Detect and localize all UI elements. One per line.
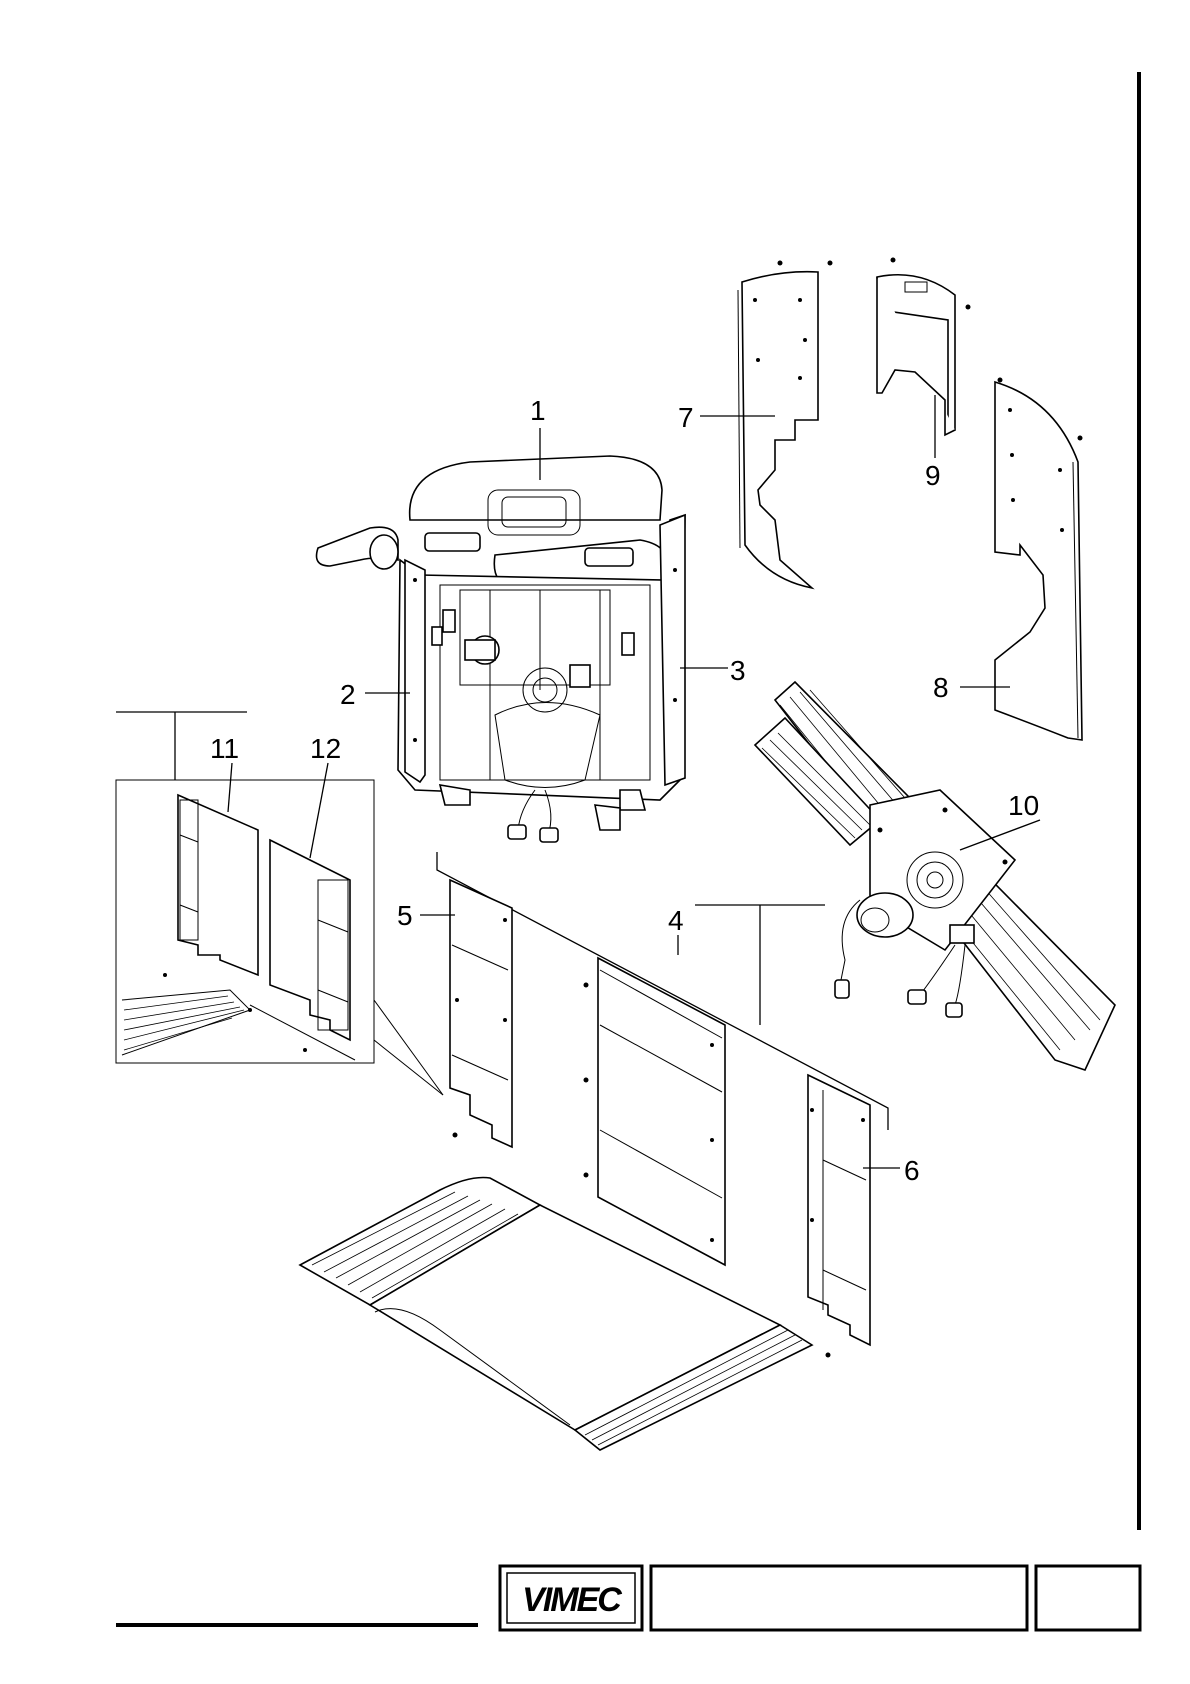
callout-9: 9 (925, 460, 941, 491)
callout-1: 1 (530, 395, 546, 426)
callout-6: 6 (904, 1155, 920, 1186)
callout-5: 5 (397, 900, 413, 931)
page-number-box (1036, 1566, 1140, 1630)
callout-7: 7 (678, 402, 694, 433)
callout-3: 3 (730, 655, 746, 686)
inset-detail-11-12 (116, 712, 443, 1095)
callout-4: 4 (668, 905, 684, 936)
floor-platform (300, 1178, 812, 1451)
callout-8: 8 (933, 672, 949, 703)
chassis-assembly (317, 456, 686, 842)
document-title-box (651, 1566, 1027, 1630)
callout-11: 11 (210, 733, 239, 764)
callout-12: 12 (310, 733, 341, 764)
cover-part-7 (738, 261, 833, 589)
vimec-logo-text: VIMEC (522, 1581, 622, 1619)
drive-rail-part-10 (755, 682, 1115, 1070)
cover-part-8 (995, 378, 1083, 741)
callout-2: 2 (340, 679, 356, 710)
cover-part-9 (877, 258, 971, 436)
title-block: VIMEC (116, 1566, 1140, 1630)
callout-10: 10 (1008, 790, 1039, 821)
